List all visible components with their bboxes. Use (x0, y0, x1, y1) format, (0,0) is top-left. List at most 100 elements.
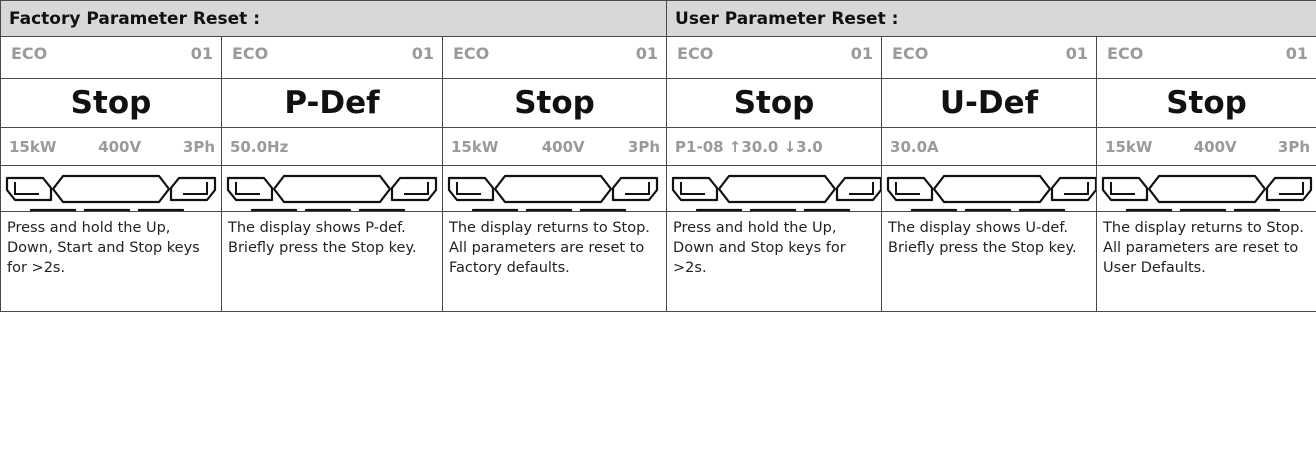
step-description: The display shows P-def. Briefly press t… (228, 220, 417, 256)
factory-reset-header: Factory Parameter Reset : (0, 0, 668, 37)
display-mode: ECO (677, 44, 714, 63)
right-soft-key (1265, 176, 1313, 202)
keypad (668, 166, 881, 211)
display-key (717, 174, 837, 204)
display-main-text: U-Def (939, 85, 1039, 121)
display-number: 01 (190, 44, 213, 63)
step-description: Press and hold the Up, Down, Start and S… (7, 220, 200, 276)
panel-3-description: The display returns to Stop. All paramet… (441, 211, 668, 312)
start-key (910, 208, 958, 211)
step-description: Press and hold the Up, Down and Stop key… (673, 220, 846, 276)
navigate-key (525, 208, 573, 211)
display-status-value: 50.0Hz (230, 138, 289, 156)
display-number: 01 (1065, 44, 1089, 63)
display-main-text: P-Def (284, 85, 380, 121)
display-status-value: 3Ph (1277, 138, 1311, 156)
display-status-line: 15kW 400V 3Ph (9, 129, 215, 165)
display-status-value: 15kW (9, 138, 57, 156)
up-key (1018, 208, 1066, 211)
display-number: 01 (411, 44, 434, 63)
keypad (444, 166, 664, 211)
navigate-key (304, 208, 352, 211)
step-description: The display returns to Stop. All paramet… (449, 220, 650, 276)
display-number: 01 (850, 44, 874, 63)
panel-6-description: The display returns to Stop. All paramet… (1096, 211, 1316, 312)
keypad-drawing (447, 174, 659, 211)
keypad (883, 166, 1096, 211)
panel-5-description: The display shows U-def. Briefly press t… (881, 211, 1098, 312)
user-reset-header: User Parameter Reset : (666, 0, 1316, 37)
display-number: 01 (635, 44, 659, 63)
panel-1-description: Press and hold the Up, Down, Start and S… (0, 211, 222, 312)
display-number: 01 (1285, 44, 1309, 63)
start-key (250, 208, 298, 211)
step-description: The display shows U-def. Briefly press t… (888, 220, 1077, 256)
right-soft-key (169, 176, 217, 202)
display-main-text: Stop (733, 85, 815, 121)
left-soft-key (886, 176, 934, 202)
display-mode: ECO (232, 44, 269, 63)
display-status-value: 400V (1193, 138, 1237, 156)
navigate-key (749, 208, 797, 211)
start-key (29, 208, 77, 211)
keypad-drawing (1101, 174, 1313, 211)
display-main-text: Stop (1166, 85, 1247, 121)
keypad (2, 166, 221, 211)
panel-4-description: Press and hold the Up, Down and Stop key… (666, 211, 883, 312)
display-status-value: 3Ph (182, 138, 215, 156)
up-key (358, 208, 406, 211)
keypad (1098, 166, 1316, 211)
display-mode: ECO (453, 44, 490, 63)
up-key (803, 208, 851, 211)
display-mode: ECO (11, 44, 48, 63)
step-description: The display returns to Stop. All paramet… (1103, 220, 1304, 276)
display-status-value: 3Ph (627, 138, 661, 156)
display-key (272, 174, 392, 204)
display-key (493, 174, 613, 204)
display-status-line: 30.0A (890, 129, 1090, 165)
left-soft-key (1101, 176, 1149, 202)
display-mode: ECO (1107, 44, 1144, 63)
right-soft-key (1050, 176, 1096, 202)
start-key (471, 208, 519, 211)
up-key (1233, 208, 1281, 211)
display-status-value: 15kW (1105, 138, 1153, 156)
display-key (932, 174, 1052, 204)
right-soft-key (390, 176, 438, 202)
left-soft-key (226, 176, 274, 202)
left-soft-key (5, 176, 53, 202)
display-main-text: Stop (70, 85, 152, 121)
display-status-line: 50.0Hz (230, 129, 436, 165)
right-soft-key (835, 176, 881, 202)
display-key (51, 174, 171, 204)
display-status-line: P1-08 ↑30.0 ↓3.0 (675, 129, 875, 165)
keypad-drawing (5, 174, 217, 211)
display-mode: ECO (892, 44, 929, 63)
display-status-value: 15kW (451, 138, 499, 156)
start-key (1125, 208, 1173, 211)
left-soft-key (447, 176, 495, 202)
display-status-value: 400V (98, 138, 142, 156)
keypad-drawing (886, 174, 1096, 211)
left-soft-key (671, 176, 719, 202)
reset-procedure-table: Factory Parameter Reset : User Parameter… (0, 0, 1316, 312)
up-key (137, 208, 185, 211)
navigate-key (964, 208, 1012, 211)
right-soft-key (611, 176, 659, 202)
navigate-key (1179, 208, 1227, 211)
panel-2-description: The display shows P-def. Briefly press t… (221, 211, 443, 312)
navigate-key (83, 208, 131, 211)
keypad-drawing (671, 174, 881, 211)
display-status-value: 30.0A (890, 138, 939, 156)
display-status-line: 15kW 400V 3Ph (1105, 129, 1310, 165)
keypad (223, 166, 442, 211)
up-key (579, 208, 627, 211)
start-key (695, 208, 743, 211)
keypad-drawing (226, 174, 438, 211)
